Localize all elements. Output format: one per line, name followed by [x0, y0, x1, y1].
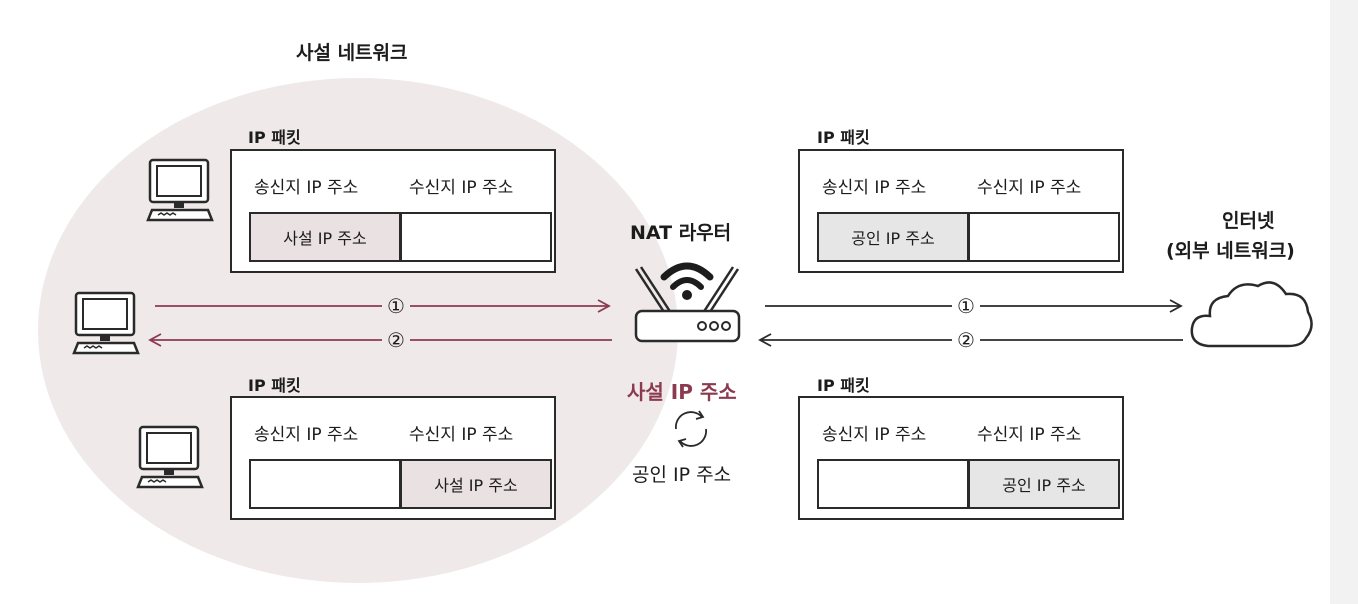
flow-arrows: ① ② ① ②: [148, 294, 1183, 352]
destination-header: 수신지 IP 주소: [977, 178, 1082, 198]
internet-sub-label: (외부 네트워크): [1166, 240, 1295, 262]
flow-marker-2: ②: [387, 328, 405, 352]
destination-address-cell: [400, 212, 552, 262]
source-address-cell: 공인 IP 주소: [817, 212, 969, 262]
destination-header: 수신지 IP 주소: [977, 425, 1082, 445]
packet-label: IP 패킷: [817, 376, 870, 395]
flow-marker-1: ①: [957, 294, 975, 318]
destination-header: 수신지 IP 주소: [409, 425, 514, 445]
scrollbar[interactable]: [1330, 0, 1358, 604]
flow-marker-2: ②: [957, 328, 975, 352]
destination-address-cell: [968, 212, 1120, 262]
private-network-title: 사설 네트워크: [296, 42, 408, 64]
destination-address-cell: 공인 IP 주소: [968, 459, 1120, 509]
source-address-cell: [817, 459, 969, 509]
destination-address-cell: 사설 IP 주소: [400, 459, 552, 509]
computer-icon: [72, 291, 140, 355]
ip-packet-private-incoming: 송신지 IP 주소 수신지 IP 주소 사설 IP 주소: [230, 396, 556, 520]
source-header: 송신지 IP 주소: [254, 425, 359, 445]
cloud-icon: [1190, 281, 1313, 348]
packet-label: IP 패킷: [248, 376, 301, 395]
arrowhead-right-icon: [1169, 299, 1183, 313]
packet-label: IP 패킷: [817, 128, 870, 147]
flow-marker-1: ①: [387, 294, 405, 318]
internet-label: 인터넷: [1222, 210, 1275, 232]
source-header: 송신지 IP 주소: [822, 425, 927, 445]
arrowhead-right-icon: [597, 299, 611, 313]
router-label: NAT 라우터: [630, 222, 732, 244]
ip-packet-private-outgoing: 송신지 IP 주소 수신지 IP 주소 사설 IP 주소: [230, 149, 556, 273]
router-public-address-label: 공인 IP 주소: [632, 464, 732, 486]
computer-icon: [136, 425, 204, 489]
packet-label: IP 패킷: [248, 128, 301, 147]
destination-header: 수신지 IP 주소: [409, 178, 514, 198]
source-header: 송신지 IP 주소: [822, 178, 927, 198]
arrowhead-left-icon: [758, 333, 772, 347]
computer-icon: [146, 158, 214, 222]
ip-packet-public-incoming: 송신지 IP 주소 수신지 IP 주소 공인 IP 주소: [798, 396, 1124, 520]
arrowhead-left-icon: [148, 333, 162, 347]
source-header: 송신지 IP 주소: [254, 178, 359, 198]
refresh-cycle-icon: [675, 410, 707, 448]
wifi-router-icon: [634, 262, 741, 343]
source-address-cell: [249, 459, 401, 509]
ip-packet-public-outgoing: 송신지 IP 주소 수신지 IP 주소 공인 IP 주소: [798, 149, 1124, 273]
router-private-address-label: 사설 IP 주소: [627, 380, 737, 404]
